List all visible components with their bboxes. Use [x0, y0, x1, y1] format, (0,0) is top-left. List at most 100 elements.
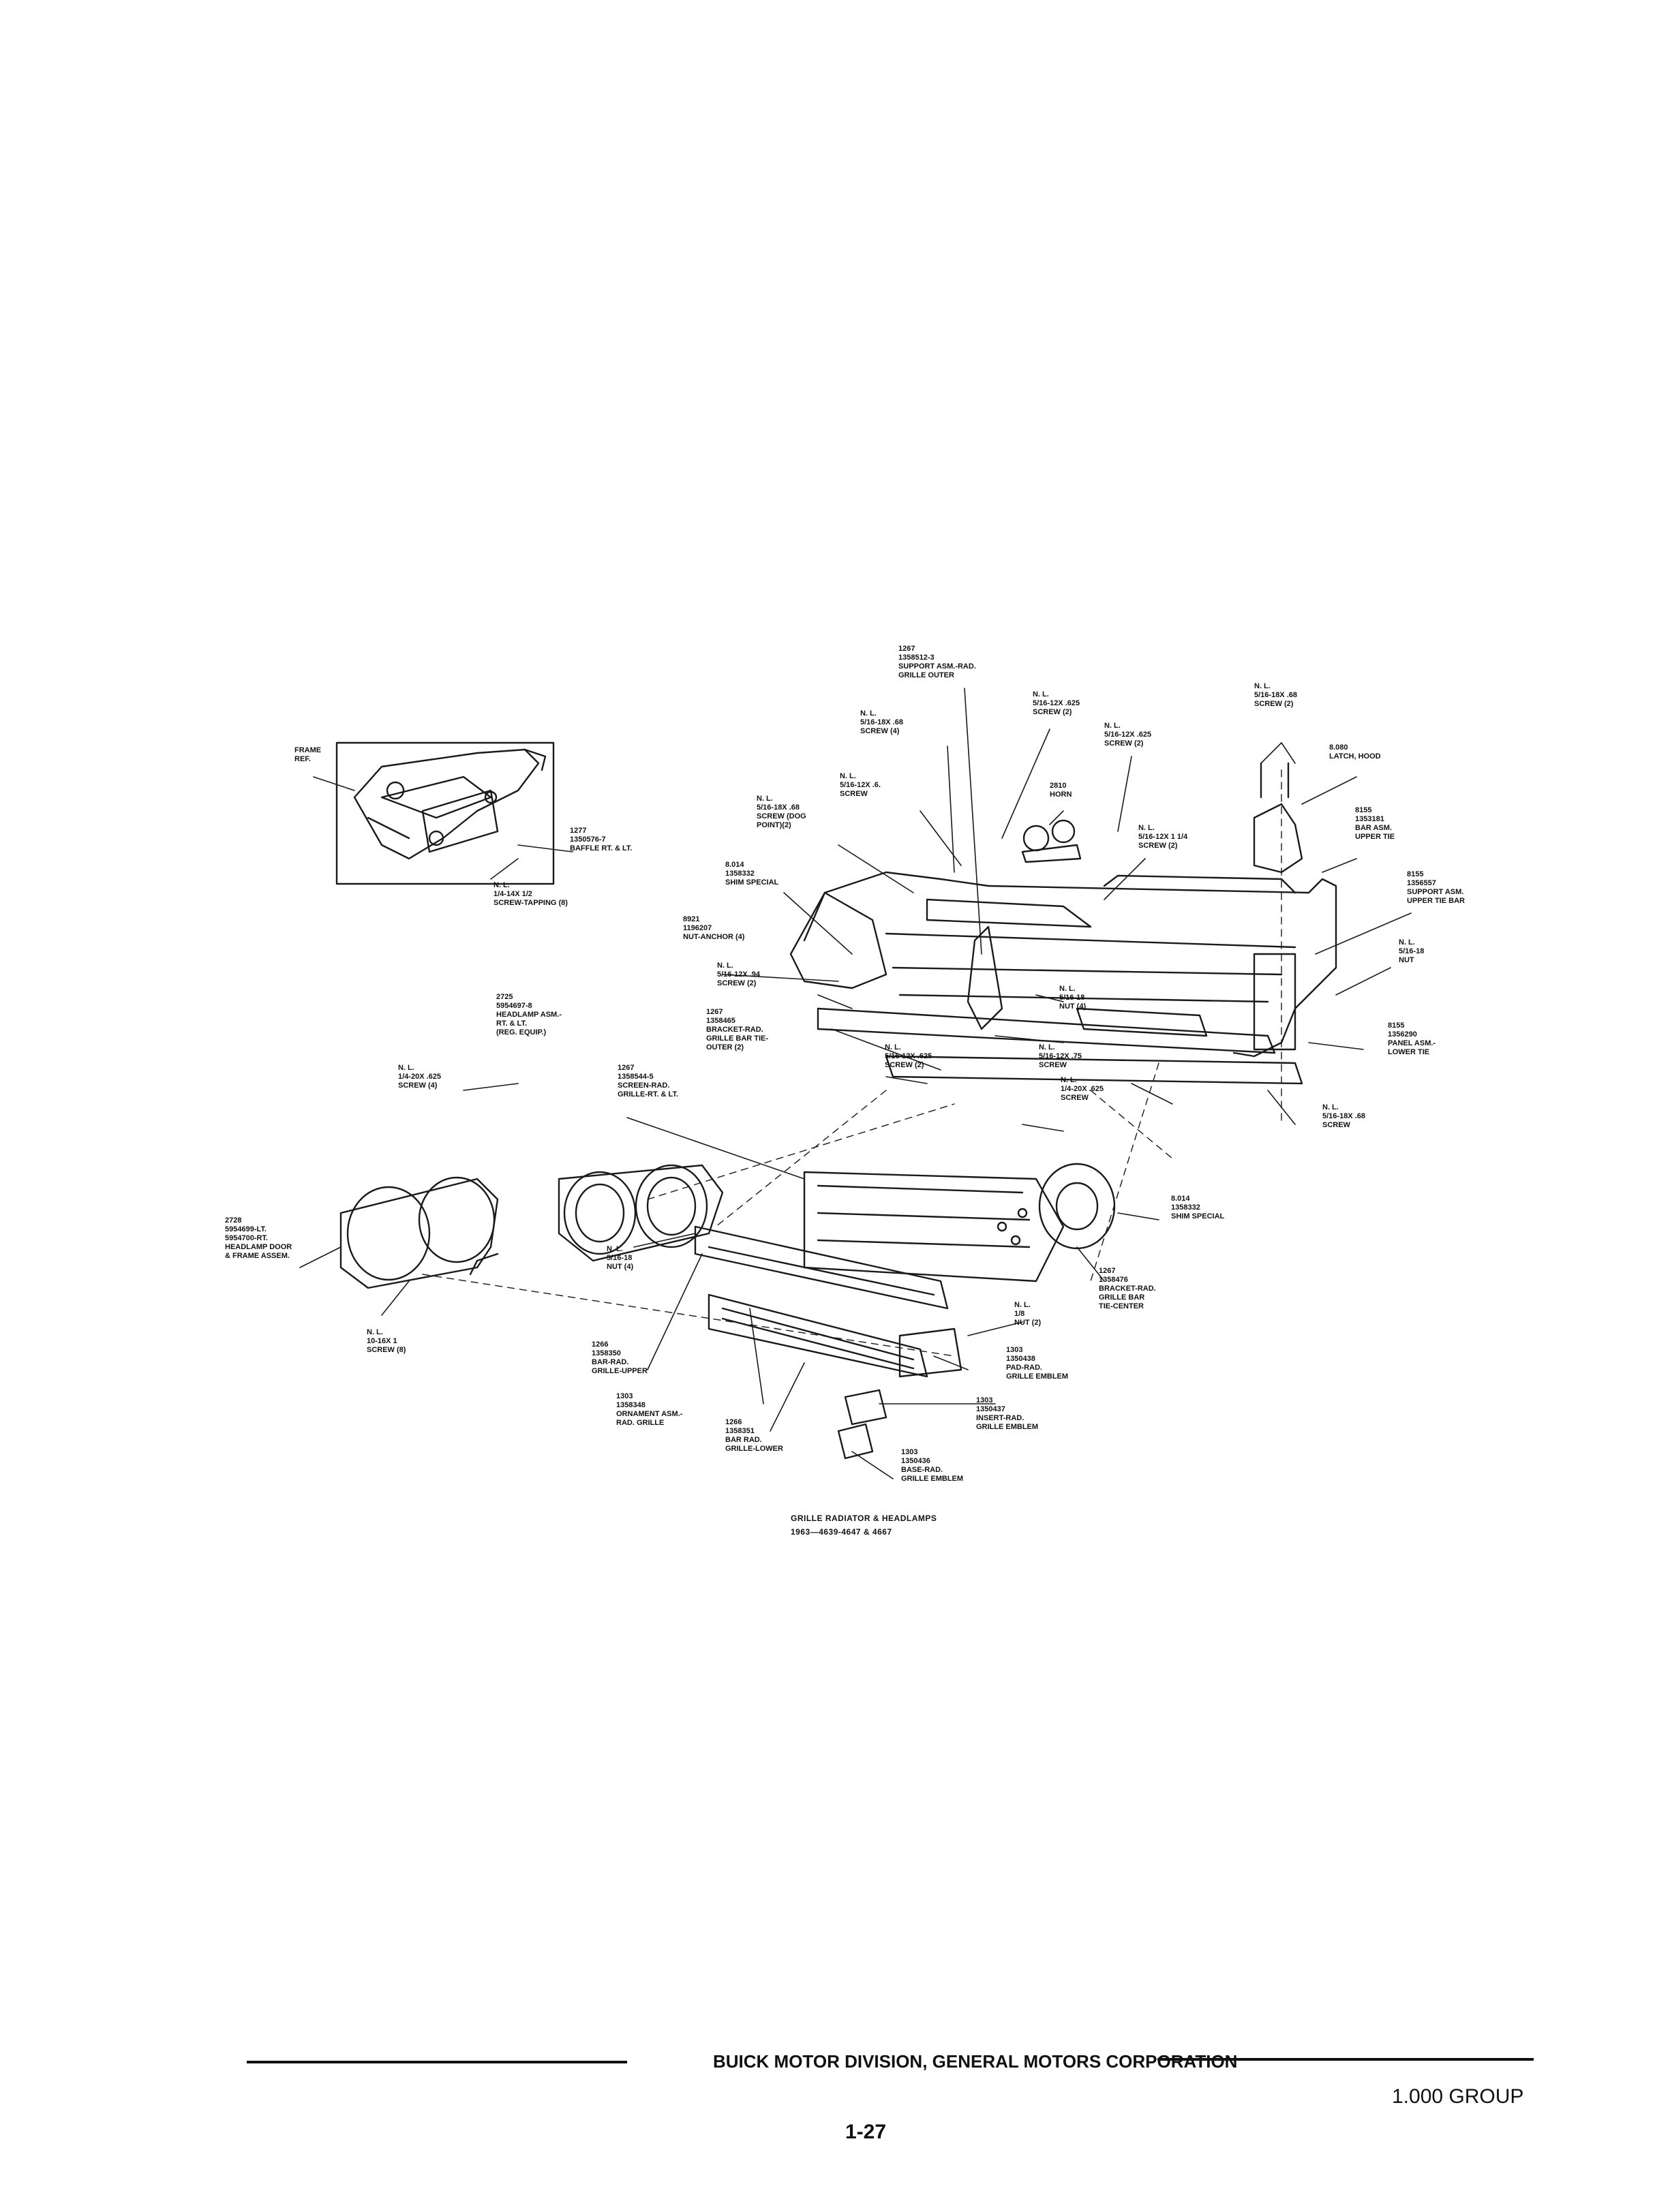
callout-line: SCREW (2) [1254, 700, 1294, 708]
callout-line: 1303 [976, 1396, 992, 1404]
figure-caption-line1: GRILLE RADIATOR & HEADLAMPS [791, 1514, 937, 1523]
callout-line: 5/16-18 [1059, 994, 1084, 1002]
callout-line: SCREEN-RAD. [618, 1081, 669, 1090]
callout-line: GRILLE OUTER [898, 671, 954, 679]
callout-line: 8155 [1407, 870, 1423, 878]
callout-line: N. L. [757, 795, 773, 803]
callout-line: 1196207 [683, 924, 712, 932]
callout-line: 8155 [1355, 806, 1371, 814]
callout-line: 8.080 [1329, 743, 1348, 752]
callout-line: GRILLE BAR TIE- [706, 1034, 768, 1043]
callout-line: NUT [1399, 956, 1414, 964]
callout-line: 5/16-18X .68 [860, 718, 903, 726]
callout-line: SHIM SPECIAL [725, 878, 779, 887]
radiator-support-assembly [789, 871, 1337, 1085]
callout-line: 5954697-8 [496, 1002, 532, 1010]
grille-bar-upper-part [694, 1225, 949, 1310]
callout-line: 1358332 [725, 870, 755, 878]
callout-line: 1/4-14X 1/2 [494, 890, 532, 898]
callout-line: 8155 [1388, 1021, 1404, 1030]
callout-line: POINT)(2) [757, 821, 791, 829]
callout-line: 5/16-18 [1399, 947, 1424, 955]
footer-corporation: BUICK MOTOR DIVISION, GENERAL MOTORS COR… [713, 2051, 1238, 2072]
callout-line: 1356557 [1407, 879, 1436, 887]
callout-line: SCREW (2) [885, 1061, 924, 1069]
callout-line: 1358350 [592, 1349, 621, 1357]
callout-line: 5/16-12X .75 [1039, 1052, 1082, 1060]
callout-line: BAR-RAD. [592, 1358, 628, 1366]
callout-line: N. L. [494, 881, 510, 889]
callout-line: N. L. [1033, 690, 1049, 698]
callout-line: 8.014 [725, 861, 744, 869]
callout-line: LOWER TIE [1388, 1048, 1429, 1056]
callout-line: 5/16-18X .68 [1254, 691, 1297, 699]
callout-line: 1277 [570, 827, 586, 835]
callout-line: N. L. [1138, 824, 1155, 832]
callout-line: RAD. GRILLE [616, 1419, 664, 1427]
callout-line: BASE-RAD. [901, 1466, 943, 1474]
callout-line: N. L. [717, 962, 733, 970]
callout-line: REF. [294, 755, 311, 763]
callout-line: 2728 [225, 1216, 241, 1225]
callout-line: SCREW-TAPPING (8) [494, 899, 568, 907]
callout-line: N. L. [1061, 1076, 1077, 1084]
callout-line: 1303 [1006, 1346, 1022, 1354]
grille-bar-lower-part [708, 1293, 928, 1378]
callout-line: 5954699-LT. [225, 1225, 267, 1233]
callout-line: 1358476 [1099, 1276, 1128, 1284]
callout-line: N. L. [398, 1064, 414, 1072]
callout-line: BRACKET-RAD. [1099, 1285, 1156, 1293]
callout-line: 1358332 [1171, 1203, 1200, 1212]
callout-line: GRILLE EMBLEM [976, 1423, 1038, 1431]
callout-line: 1303 [616, 1392, 633, 1400]
callout-line: 5/16-12X 1 1/4 [1138, 833, 1188, 841]
page-number: 1-27 [845, 2121, 887, 2143]
footer-rule-right [1157, 2058, 1534, 2061]
callout-line: GRILLE EMBLEM [1006, 1372, 1068, 1381]
callout-line: SCREW [1039, 1061, 1067, 1069]
group-label: 1.000 GROUP [1392, 2085, 1524, 2108]
callout-line: 1358544-5 [618, 1073, 654, 1081]
callout-line: 1358465 [706, 1017, 735, 1025]
callout-line: 1358351 [725, 1427, 755, 1435]
callout-line: 5/16-12X .625 [1104, 731, 1151, 739]
callout-line: SCREW (4) [398, 1081, 438, 1090]
callout-line: 1356290 [1388, 1030, 1417, 1039]
callout-line: NUT (4) [607, 1263, 633, 1271]
callout-line: GRILLE-UPPER [592, 1367, 648, 1375]
callout-line: 5/16-18X .68 [757, 803, 800, 812]
callout-line: GRILLE BAR [1099, 1293, 1144, 1302]
callout-line: SUPPORT ASM.-RAD. [898, 662, 976, 671]
callout-line: SCREW (8) [367, 1346, 406, 1354]
callout-line: 5/16-12X .625 [885, 1052, 932, 1060]
grille-emblem-parts [837, 1327, 962, 1460]
callout-line: 5/16-18X .68 [1322, 1112, 1365, 1120]
callout-line: 1267 [1099, 1267, 1115, 1275]
callout-line: N. L. [840, 772, 856, 780]
callout-line: SCREW (4) [860, 727, 900, 735]
footer-rule-left [247, 2061, 627, 2063]
callout-line: HEADLAMP ASM.- [496, 1011, 562, 1019]
callout-line: 1/4-20X .625 [1061, 1085, 1104, 1093]
callout-line: SCREW (2) [1104, 739, 1144, 748]
callout-line: TIE-CENTER [1099, 1302, 1144, 1310]
horn-part [1021, 819, 1082, 863]
